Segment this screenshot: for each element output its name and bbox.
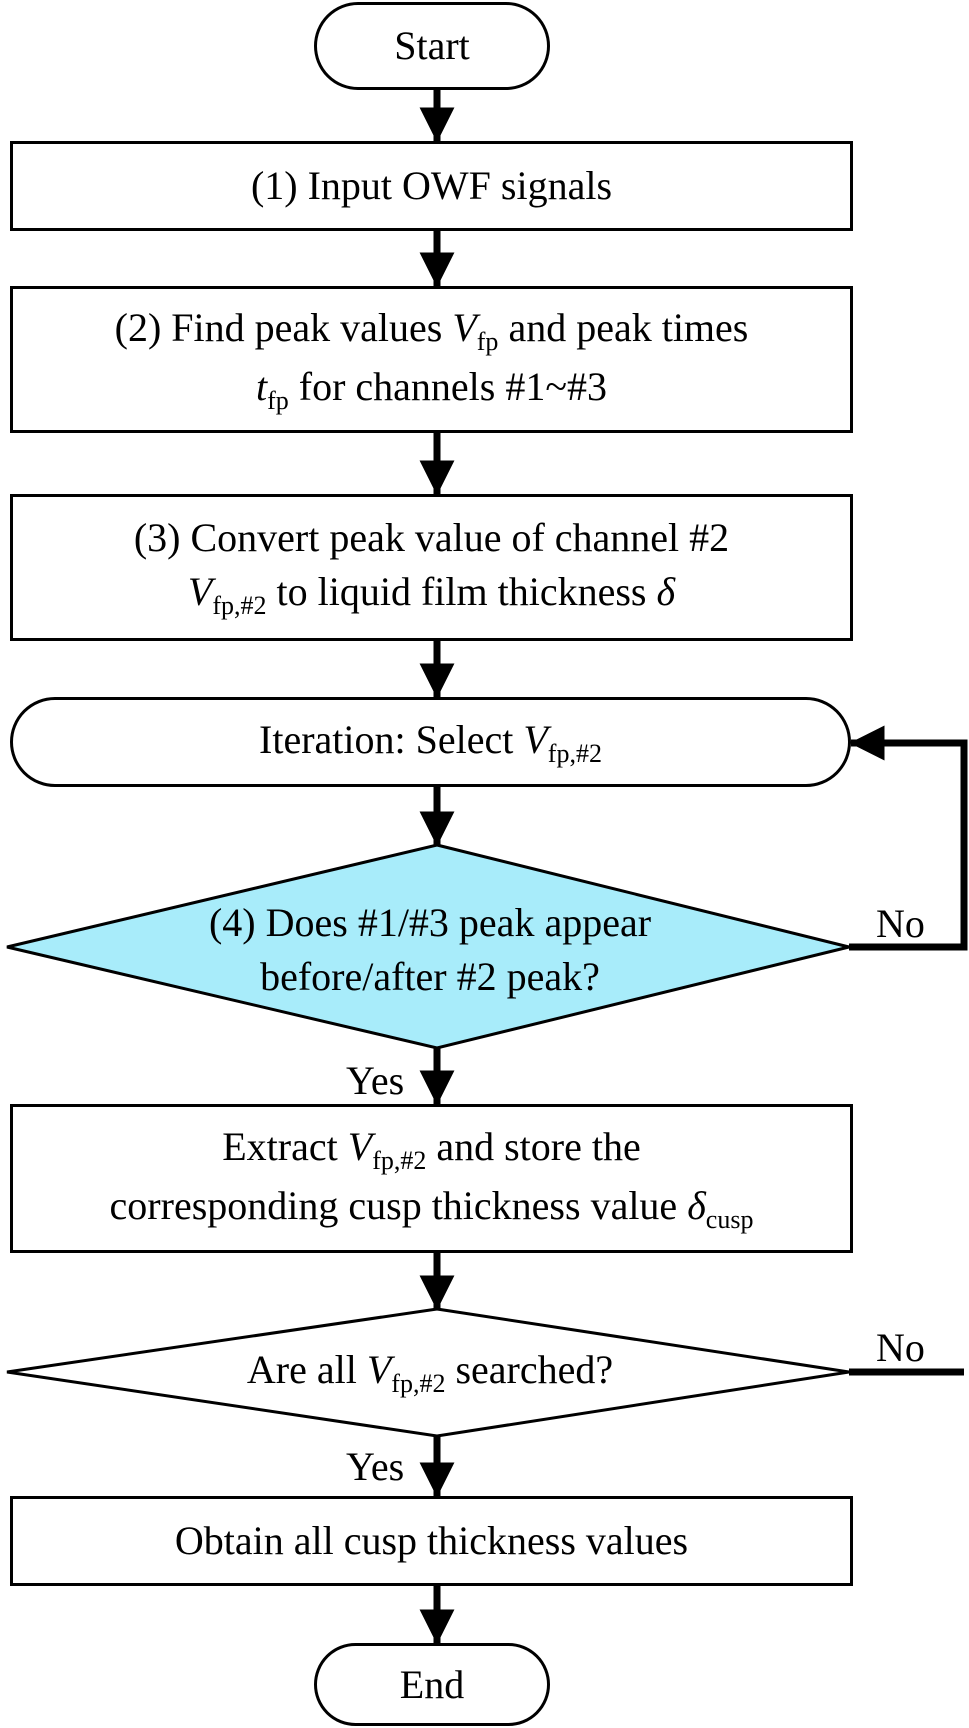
decision5-line: Are all Vfp,#2 searched? [247, 1343, 613, 1401]
step3-delta: δ [656, 569, 676, 615]
decision4-diamond [6, 843, 850, 1050]
decision5-var-v: V [366, 1346, 392, 1392]
iteration-var-v: V [523, 716, 548, 762]
step2-text-c: for channels #1~#3 [288, 363, 608, 409]
iteration-sub: fp,#2 [547, 739, 602, 768]
step2-var-t: t [255, 363, 268, 409]
decision5-text-b: searched? [445, 1346, 614, 1392]
extract-text-a: Extract [222, 1124, 348, 1170]
extract-delta: δ [687, 1182, 706, 1228]
start-label: Start [394, 23, 470, 68]
step1-label: (1) Input OWF signals [250, 163, 613, 208]
obtain-label: Obtain all cusp thickness values [174, 1518, 689, 1563]
step3-var-v: V [187, 569, 213, 615]
extract-line1: Extract Vfp,#2 and store the [222, 1120, 640, 1178]
edge-label-no-1: No [876, 901, 925, 946]
loop-back-line [849, 739, 968, 951]
extract-box: Extract Vfp,#2 and store the correspondi… [10, 1104, 853, 1253]
step1-box: (1) Input OWF signals [10, 141, 853, 231]
edge-label-yes-2: Yes [346, 1444, 405, 1489]
step3-line2: Vfp,#2 to liquid film thickness δ [188, 565, 675, 623]
extract-line2: corresponding cusp thickness value δcusp [110, 1179, 754, 1237]
iteration-label: Iteration: Select Vfp,#2 [259, 713, 602, 771]
extract-var-v: V [347, 1124, 373, 1170]
start-terminal: Start [314, 2, 550, 90]
step2-text-b: and peak times [498, 305, 749, 351]
edge-label-yes-1: Yes [346, 1058, 405, 1103]
step3-box: (3) Convert peak value of channel #2 Vfp… [10, 494, 853, 641]
decision5-text-a: Are all [246, 1346, 367, 1392]
step2-var-v: V [452, 305, 477, 351]
step2-line2: tfp for channels #1~#3 [256, 360, 607, 418]
step3-line1: (3) Convert peak value of channel #2 [133, 515, 730, 561]
extract-sub: fp,#2 [372, 1146, 427, 1176]
step2-sub-fp: fp [476, 327, 499, 357]
step3-text: to liquid film thickness [266, 569, 657, 615]
iteration-text: Iteration: Select [259, 716, 524, 762]
end-terminal: End [314, 1643, 550, 1726]
decision5-sub: fp,#2 [391, 1369, 446, 1398]
decision5-label: Are all Vfp,#2 searched? [120, 1340, 740, 1404]
decision4-label: (4) Does #1/#3 peak appear before/after … [80, 880, 780, 1020]
obtain-box: Obtain all cusp thickness values [10, 1496, 853, 1586]
decision4-line1: (4) Does #1/#3 peak appear [208, 900, 652, 945]
step2-box: (2) Find peak values Vfp and peak times … [10, 286, 853, 433]
step2-text-a: (2) Find peak values [114, 305, 453, 351]
extract-text-b: and store the [426, 1124, 641, 1170]
decision5-diamond [6, 1307, 850, 1438]
step2-line1: (2) Find peak values Vfp and peak times [115, 301, 749, 359]
decision4-line2: before/after #2 peak? [260, 954, 600, 999]
end-label: End [399, 1661, 465, 1707]
step3-sub: fp,#2 [212, 591, 267, 621]
iteration-terminal: Iteration: Select Vfp,#2 [10, 697, 851, 787]
extract-text-c: corresponding cusp thickness value [109, 1182, 688, 1228]
edge-label-no-2: No [876, 1325, 925, 1370]
extract-sub-cusp: cusp [705, 1204, 754, 1234]
step2-sub-fp2: fp [267, 385, 289, 415]
